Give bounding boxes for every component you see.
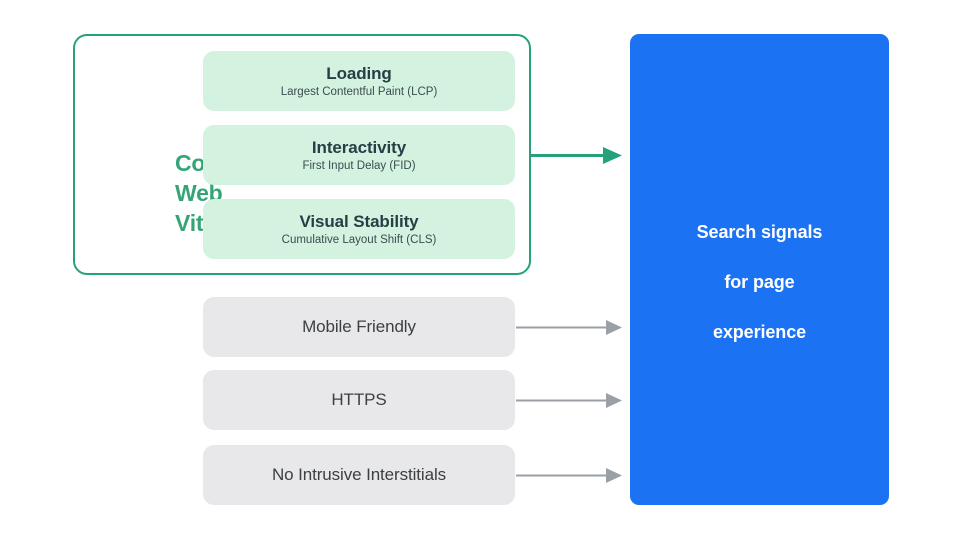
vital-card-title: Visual Stability: [299, 211, 419, 231]
search-signals-line-3: experience: [712, 321, 807, 342]
interstitials-arrow: [516, 468, 622, 483]
signal-mobile-friendly[interactable]: Mobile Friendly: [203, 297, 515, 357]
vital-card-title: Loading: [326, 63, 392, 83]
https-arrow: [516, 393, 622, 408]
signal-no-intrusive-interstitials[interactable]: No Intrusive Interstitials: [203, 445, 515, 505]
search-signals-line-1: Search signals: [696, 221, 823, 242]
vital-card-subtitle: Cumulative Layout Shift (CLS): [281, 233, 437, 246]
vital-card-title: Interactivity: [311, 137, 407, 157]
signal-https[interactable]: HTTPS: [203, 370, 515, 430]
signal-label: HTTPS: [331, 390, 387, 409]
vital-card-visual-stability[interactable]: Visual Stability Cumulative Layout Shift…: [203, 199, 515, 259]
signal-label: Mobile Friendly: [302, 317, 416, 336]
search-signals-box[interactable]: Search signals for page experience: [630, 34, 889, 505]
search-signals-text: Search signals for page experience: [697, 195, 823, 345]
vital-card-subtitle: Largest Contentful Paint (LCP): [280, 85, 438, 98]
vital-card-subtitle: First Input Delay (FID): [302, 159, 416, 172]
vital-card-interactivity[interactable]: Interactivity First Input Delay (FID): [203, 125, 515, 185]
search-signals-line-2: for page: [724, 271, 795, 292]
vital-card-loading[interactable]: Loading Largest Contentful Paint (LCP): [203, 51, 515, 111]
mobile-friendly-arrow: [516, 320, 622, 335]
core-web-vitals-arrow: [531, 147, 622, 164]
signal-label: No Intrusive Interstitials: [271, 465, 447, 484]
